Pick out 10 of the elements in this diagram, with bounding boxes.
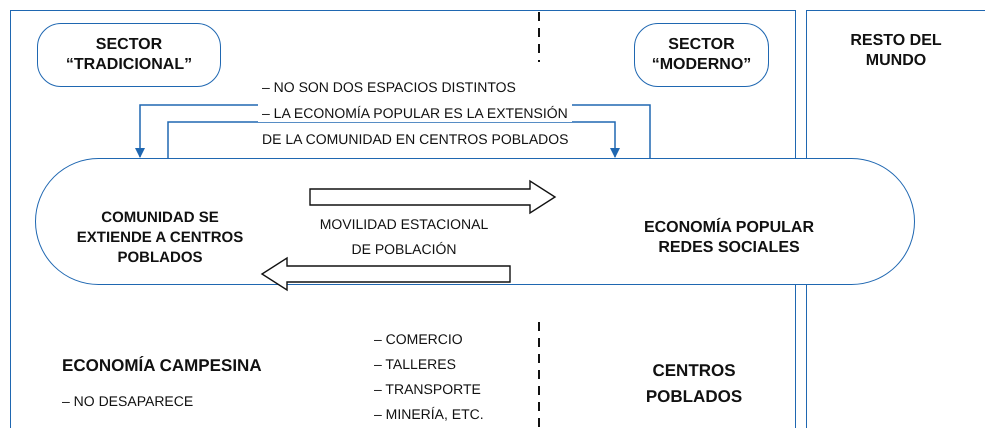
- block-arrow: [260, 256, 511, 292]
- arrow: [167, 121, 620, 158]
- heading: SECTOR “MODERNO”: [652, 35, 752, 75]
- block-arrow: [309, 180, 556, 214]
- heading: SECTOR “TRADICIONAL”: [64, 35, 194, 75]
- caption-text: MOVILIDAD ESTACIONAL DE POBLACIÓN: [318, 215, 490, 259]
- heading: ECONOMÍA POPULAR REDES SOCIALES: [642, 218, 816, 258]
- note-text: – LA ECONOMÍA POPULAR ES LA EXTENSIÓN: [258, 104, 572, 122]
- heading: COMUNIDAD SE EXTIENDE A CENTROS POBLADOS: [76, 208, 244, 268]
- heading: RESTO DEL MUNDO: [849, 31, 943, 71]
